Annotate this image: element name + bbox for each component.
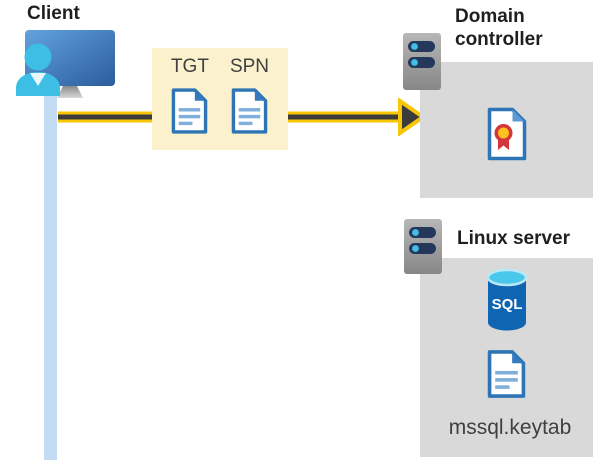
spn-label: SPN: [229, 56, 270, 77]
sql-database-icon: SQL: [486, 268, 528, 331]
ticket-box: TGT SPN: [152, 48, 288, 150]
tgt-ticket: TGT: [171, 56, 209, 150]
sql-icon-text: SQL: [492, 296, 523, 313]
linux-server-icon: [404, 219, 442, 274]
tgt-document-icon: [172, 88, 208, 134]
monitor-icon: [25, 30, 115, 98]
tgt-label: TGT: [170, 56, 209, 77]
domain-controller-label: Domain controller: [455, 6, 543, 50]
keytab-label: mssql.keytab: [448, 416, 572, 439]
client-label: Client: [27, 3, 80, 24]
keytab-document-icon: [487, 350, 526, 398]
linux-server-label: Linux server: [457, 228, 570, 249]
spn-document-icon: [231, 88, 268, 134]
user-icon: [16, 43, 60, 96]
domain-controller-server-icon: [403, 33, 441, 90]
certificate-icon: [487, 107, 527, 161]
spn-ticket: SPN: [230, 56, 269, 150]
client-connection-line: [44, 92, 57, 460]
client-user-monitor-icon: [16, 30, 115, 98]
